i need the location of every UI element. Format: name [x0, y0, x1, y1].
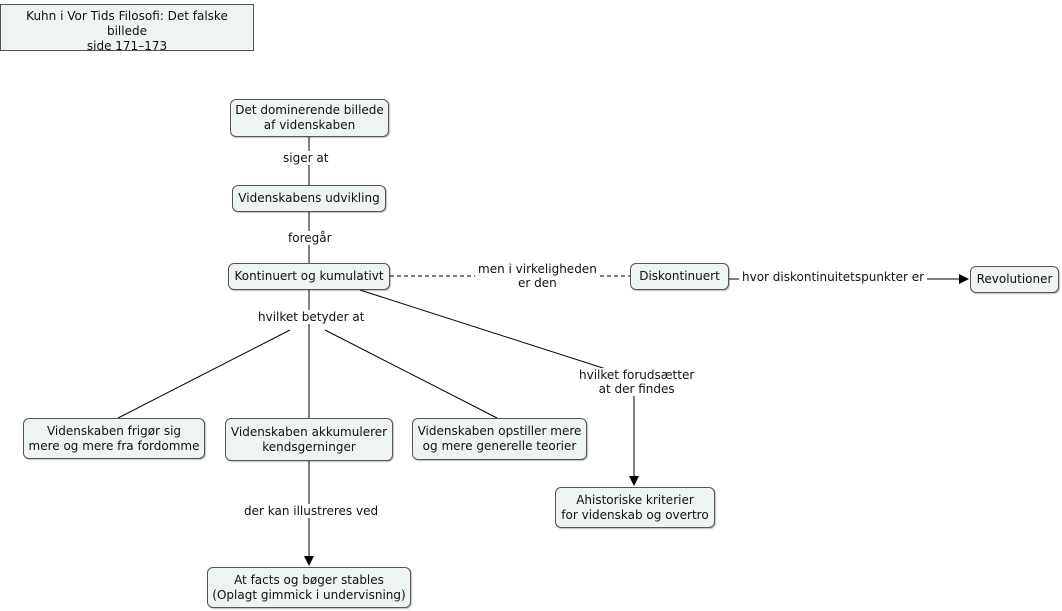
map-title: Kuhn i Vor Tids Filosofi: Det falske bil…: [0, 4, 254, 53]
node-facts-boeger[interactable]: At facts og bøger stables (Oplagt gimmic…: [207, 567, 411, 608]
link-label-der-kan-illustreres: der kan illustreres ved: [241, 504, 382, 518]
link-label-hvilket-betyder: hvilket betyder at: [255, 310, 368, 324]
link-label-hvor-diskontinuitetspunkter: hvor diskontinuitetspunkter er: [739, 270, 928, 284]
node-frigoer-sig[interactable]: Videnskaben frigør sig mere og mere fra …: [23, 418, 205, 459]
link-label-hvilket-forudsaetter: hvilket forudsætter at der findes: [576, 368, 698, 396]
node-revolutioner[interactable]: Revolutioner: [970, 266, 1059, 293]
node-dominerende-billede[interactable]: Det dominerende billede af videnskaben: [230, 99, 389, 137]
node-videnskabens-udvikling[interactable]: Videnskabens udvikling: [232, 185, 386, 212]
node-akkumulerer[interactable]: Videnskaben akkumulerer kendsgerninger: [225, 418, 393, 461]
node-kontinuert-kumulativt[interactable]: Kontinuert og kumulativt: [228, 263, 390, 290]
line-kontinuert-forudsaetter: [359, 289, 635, 379]
line-betyder-frigoer: [117, 329, 291, 419]
line-betyder-opstiller: [324, 329, 498, 419]
link-label-foregaar: foregår: [285, 231, 335, 245]
node-ahistoriske-kriterier[interactable]: Ahistoriske kriterier for videnskab og o…: [555, 487, 715, 528]
link-label-siger-at: siger at: [280, 151, 332, 165]
node-diskontinuert[interactable]: Diskontinuert: [630, 263, 729, 290]
link-label-men-i-virkeligheden: men i virkeligheden er den: [475, 262, 600, 290]
node-opstiller-teorier[interactable]: Videnskaben opstiller mere og mere gener…: [412, 418, 587, 460]
